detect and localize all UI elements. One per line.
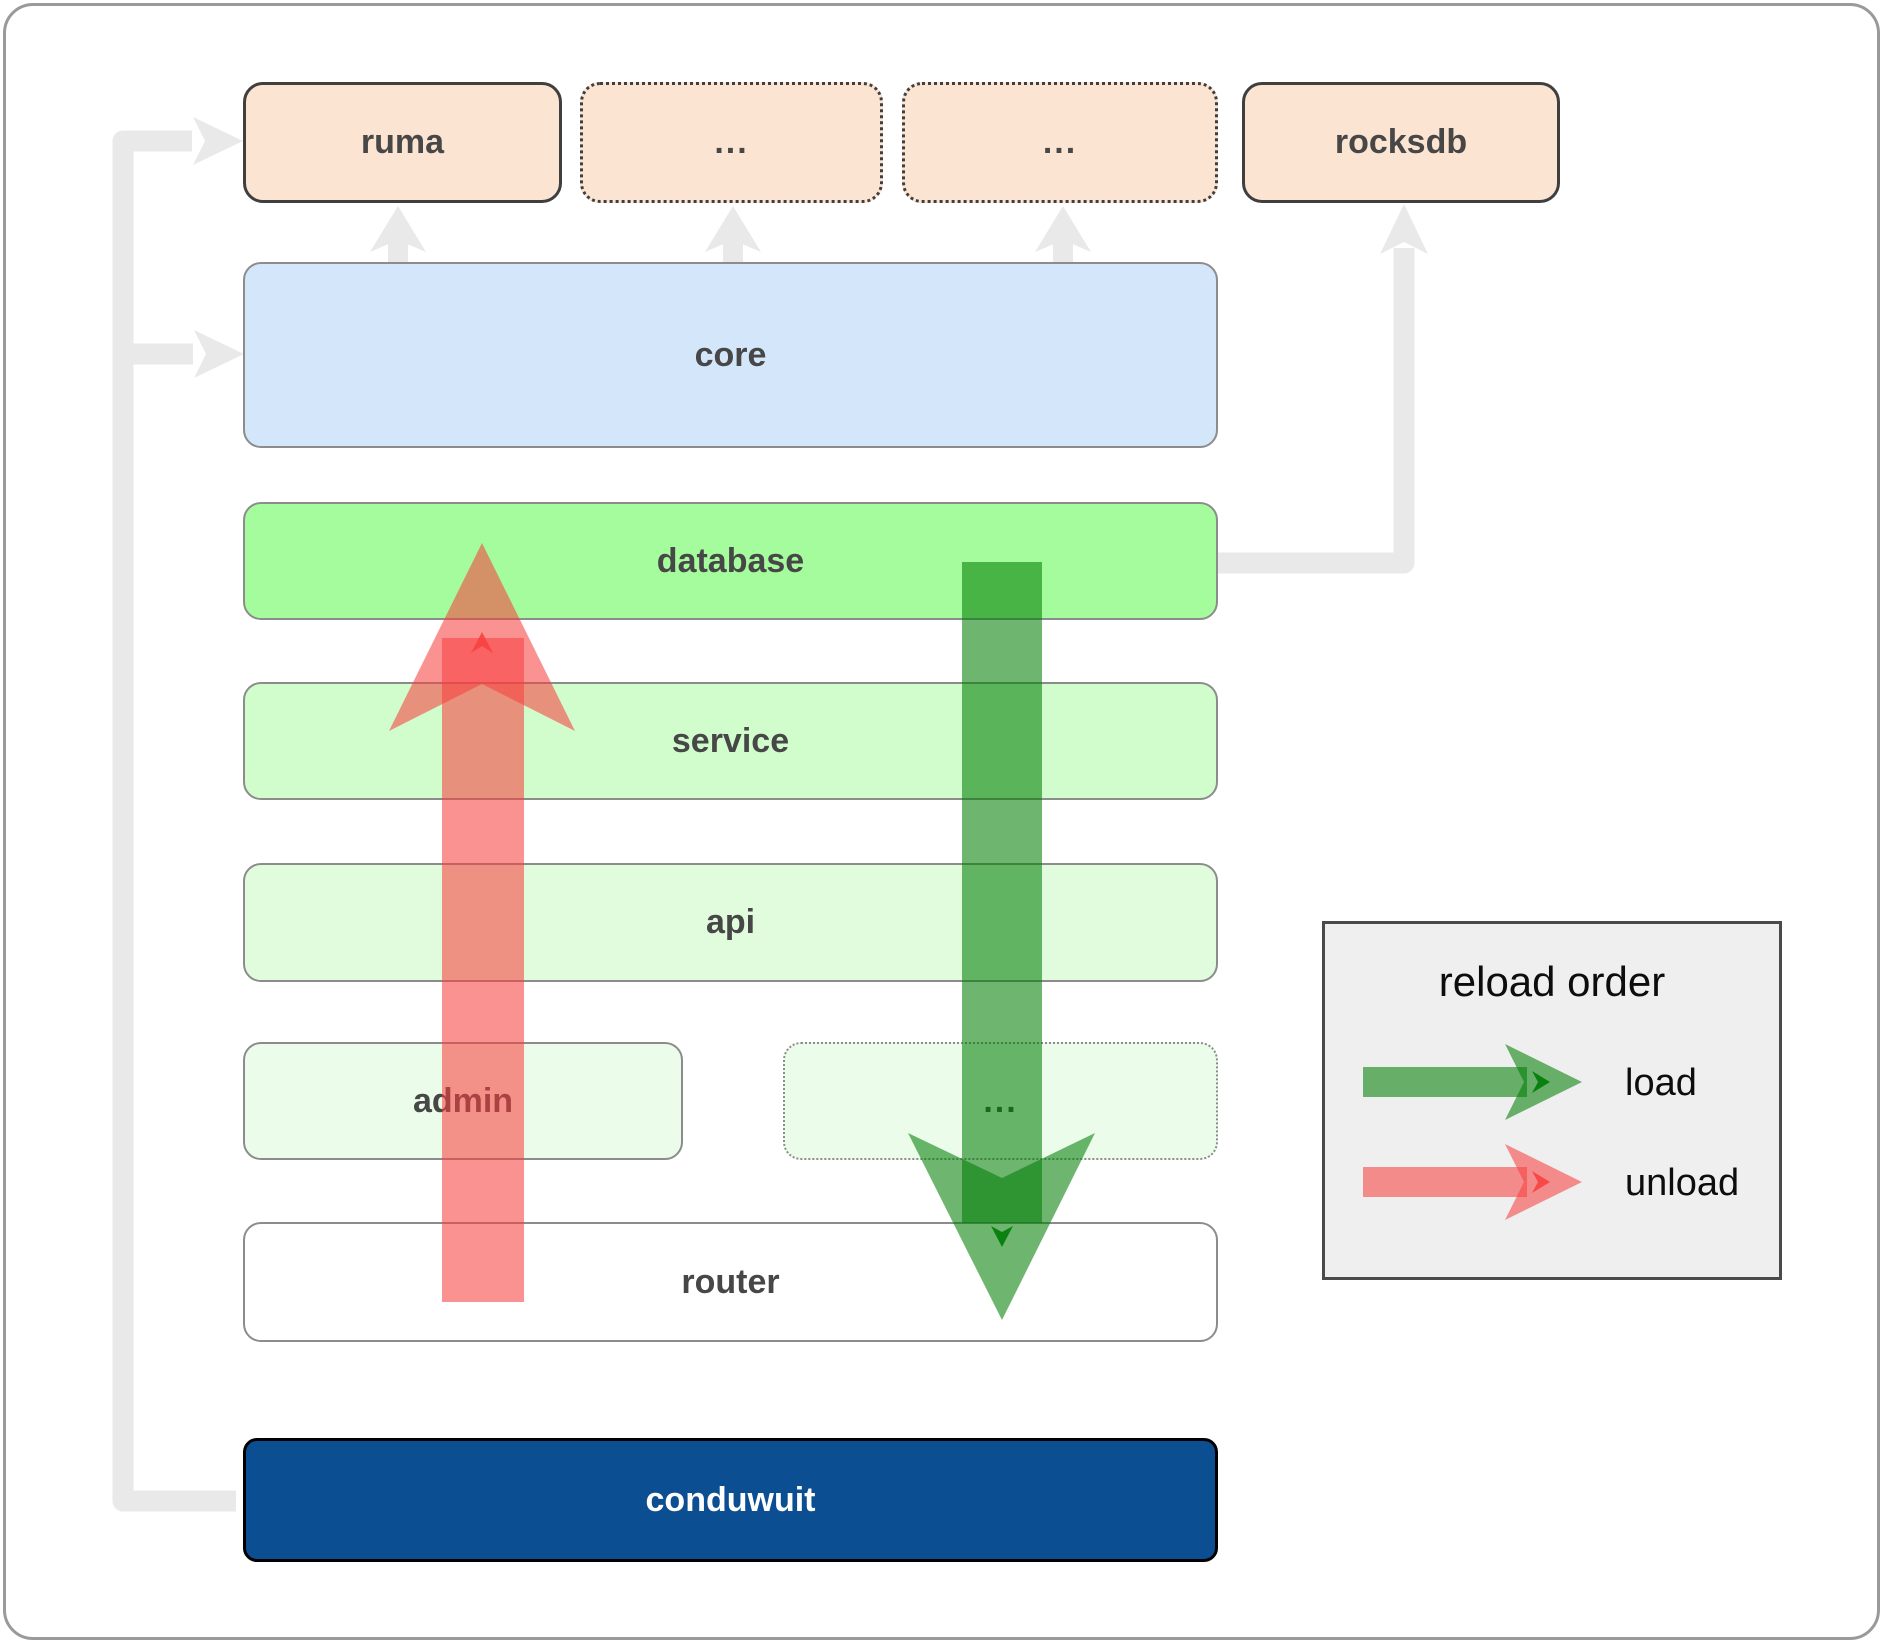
box-dependency-ellipsis-1: ... (580, 82, 883, 203)
box-dependency-ellipsis-2-label: ... (1042, 123, 1078, 161)
box-conduwuit: conduwuit (243, 1438, 1218, 1562)
arrowhead-into-core (194, 330, 244, 378)
arrowhead-into-ruma (193, 117, 243, 165)
connector-database-to-rocksdb (1218, 248, 1415, 574)
arrow-core-to-dep3-head (1035, 206, 1091, 252)
legend-label-load: load (1625, 1062, 1697, 1104)
box-core: core (243, 262, 1218, 448)
box-rocksdb: rocksdb (1242, 82, 1560, 203)
box-router: router (243, 1222, 1218, 1342)
arrow-core-to-dep2-head (705, 206, 761, 252)
legend-label-unload: unload (1625, 1162, 1740, 1204)
arrowhead-into-rocksdb (1380, 204, 1428, 254)
box-service-ellipsis-label: ... (983, 1081, 1018, 1120)
box-dependency-ellipsis-1-label: ... (714, 123, 749, 161)
arrow-core-to-dep3-shaft (1053, 238, 1073, 263)
box-service-label: service (671, 721, 790, 760)
arrow-core-to-dep2-shaft (723, 238, 743, 263)
box-conduwuit-label: conduwuit (645, 1480, 816, 1519)
box-rocksdb-label: rocksdb (1334, 123, 1468, 161)
legend-title: reload order (1438, 958, 1666, 1005)
box-admin: admin (243, 1042, 683, 1160)
unload-arrow-caret (471, 632, 493, 653)
legend: reload order load unload (1322, 921, 1782, 1280)
box-core-label: core (694, 335, 767, 374)
box-dependency-ellipsis-2: ... (902, 82, 1218, 203)
box-database: database (243, 502, 1218, 620)
box-api: api (243, 863, 1218, 982)
connector-conduwuit-to-ruma (112, 130, 236, 1512)
box-service: service (243, 682, 1218, 800)
arrow-core-to-ruma-head (370, 206, 426, 252)
box-admin-label: admin (412, 1081, 514, 1120)
diagram-border (3, 3, 1880, 1640)
box-router-label: router (681, 1262, 780, 1301)
arrow-core-to-ruma-shaft (388, 238, 408, 263)
box-api-label: api (705, 903, 756, 941)
box-ruma: ruma (243, 82, 562, 203)
box-ruma-label: ruma (360, 123, 445, 161)
box-database-label: database (656, 541, 805, 580)
box-service-ellipsis: ... (783, 1042, 1218, 1160)
